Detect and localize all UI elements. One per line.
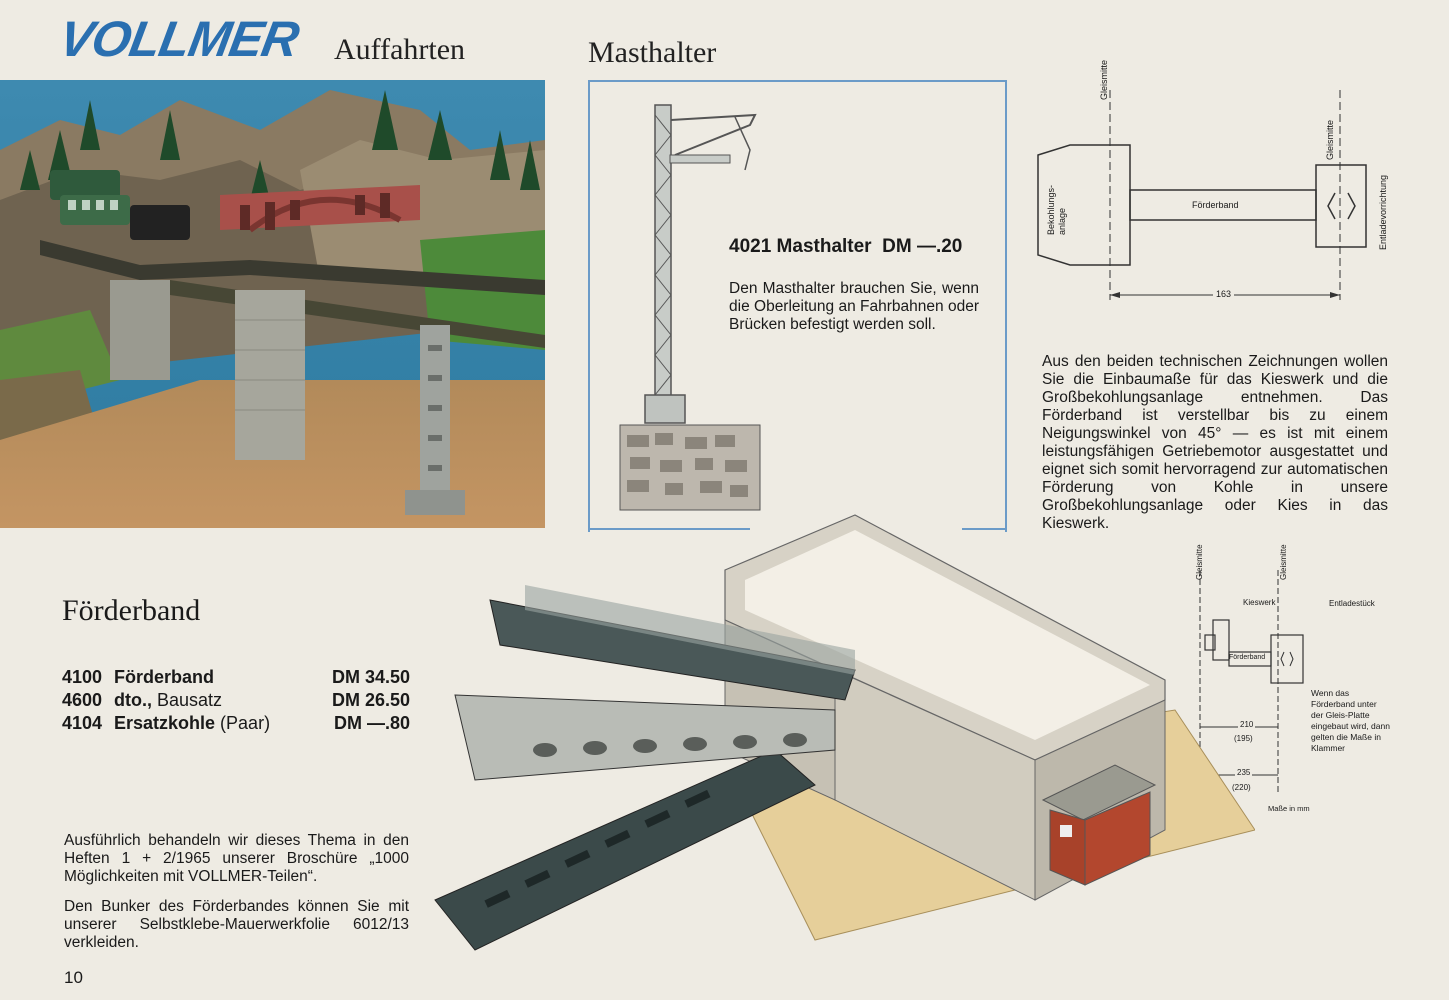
masthalter-product-line: 4021 Masthalter DM —.20 (729, 236, 963, 257)
dimension-label: (220) (1232, 783, 1251, 792)
item-price: DM —.80 (333, 713, 410, 733)
brand-wordmark: VOLLMER (55, 11, 303, 67)
item-name: Ersatzkohle (114, 713, 216, 733)
item-number: 4100 (62, 667, 103, 687)
info-text: Aus den beiden technischen Zeichnungen w… (1042, 353, 1388, 532)
section-title-masthalter: Masthalter (588, 36, 717, 69)
units-note: Maße in mm (1268, 804, 1310, 813)
masthalter-illustration (619, 104, 761, 511)
frame-border (588, 528, 750, 530)
item-suffix: Bausatz (152, 690, 223, 710)
label-entladestueck: Entladestück (1329, 599, 1375, 608)
item-name: dto., (114, 690, 152, 710)
price-row: 4100 Förderband DM 34.50 (62, 666, 410, 689)
masthalter-frame (588, 80, 1007, 532)
dimension-label: (195) (1234, 734, 1253, 743)
price-row: 4600 dto., Bausatz DM 26.50 (62, 689, 410, 712)
dimension-label: 235 (1235, 768, 1253, 777)
foerderband-note: Ausführlich behandeln wir dieses Thema i… (64, 832, 409, 885)
technical-drawing-bekohlung (1037, 90, 1367, 300)
foerderband-note: Den Bunker des Förderbandes können Sie m… (64, 898, 409, 951)
frame-border (962, 528, 1005, 530)
label-gleismitte: Gleismitte (1325, 119, 1335, 160)
price-list: 4100 Förderband DM 34.50 4600 dto., Baus… (62, 666, 410, 735)
price-row: 4104 Ersatzkohle (Paar) DM —.80 (62, 712, 410, 735)
section-title-auffahrten: Auffahrten (334, 33, 466, 66)
label-bekohlungsanlage: Bekohlungs- anlage (1046, 184, 1067, 235)
item-name: Förderband (114, 667, 215, 687)
item-number: 4600 (62, 690, 103, 710)
item-price: DM 34.50 (331, 667, 410, 687)
label-foerderband: Förderband (1192, 200, 1239, 210)
label-gleismitte: Gleismitte (1099, 59, 1109, 100)
label-gleismitte: Gleismitte (1279, 544, 1288, 580)
drawing-note: Wenn das Förderband unter der Gleis-Plat… (1311, 688, 1390, 753)
label-kieswerk: Kieswerk (1243, 598, 1276, 607)
bridge-layout-photo (0, 80, 545, 528)
dimension-label: 210 (1238, 720, 1256, 729)
label-entladevorrichtung: Entladevorrichtung (1378, 174, 1388, 250)
section-title-foerderband: Förderband (62, 594, 201, 627)
item-suffix: (Paar) (215, 713, 271, 733)
masthalter-description: Den Masthalter brauchen Sie, wenn die Ob… (729, 280, 979, 333)
dimension-label: 163 (1213, 289, 1235, 299)
label-foerderband-small: Förderband (1229, 654, 1266, 661)
item-number: 4104 (62, 713, 103, 733)
foerderband-illustration (434, 514, 1255, 951)
item-price: DM 26.50 (331, 690, 410, 710)
page-number: 10 (64, 968, 83, 987)
vollmer-logo: VOLLMER (55, 11, 304, 67)
